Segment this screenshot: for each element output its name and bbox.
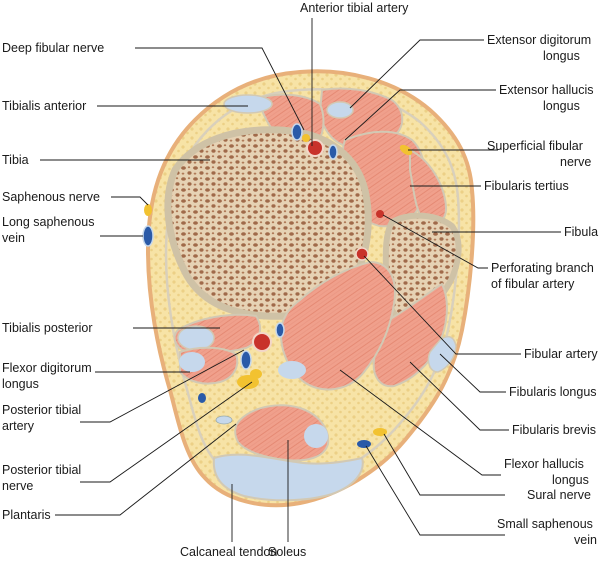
label-fibularis-tertius: Fibularis tertius bbox=[484, 179, 569, 193]
tibialis-posterior-tendon bbox=[177, 325, 215, 351]
label-deep-fibular-nerve: Deep fibular nerve bbox=[2, 41, 104, 55]
posterior-tibial-vein-2 bbox=[275, 322, 285, 338]
label-flexor-hallucis-longus-2: longus bbox=[552, 473, 589, 487]
label-tibia: Tibia bbox=[2, 153, 29, 167]
superficial-fibular-nerve bbox=[399, 144, 413, 156]
label-posterior-tibial-artery-2: artery bbox=[2, 419, 35, 433]
label-sural-nerve: Sural nerve bbox=[527, 488, 591, 502]
label-extensor-digitorum-longus: Extensor digitorum bbox=[487, 33, 591, 47]
soleus-tendon bbox=[304, 424, 328, 448]
long-saphenous-vein bbox=[142, 225, 154, 247]
perforating-branch-fibular-artery bbox=[376, 210, 384, 218]
label-plantaris: Plantaris bbox=[2, 508, 51, 522]
label-tibialis-anterior: Tibialis anterior bbox=[2, 99, 86, 113]
label-long-saphenous-vein: Long saphenous bbox=[2, 215, 94, 229]
plantaris-tendon bbox=[215, 415, 233, 425]
label-flexor-hallucis-longus: Flexor hallucis bbox=[504, 457, 584, 471]
label-flexor-digitorum-longus-2: longus bbox=[2, 377, 39, 391]
label-posterior-tibial-nerve-2: nerve bbox=[2, 479, 33, 493]
leader-lines bbox=[40, 18, 561, 542]
label-fibularis-brevis: Fibularis brevis bbox=[512, 423, 596, 437]
tibialis-anterior-tendon bbox=[223, 94, 273, 114]
anterior-tibial-vein bbox=[291, 123, 303, 141]
label-posterior-tibial-artery: Posterior tibial bbox=[2, 403, 81, 417]
label-flexor-digitorum-longus: Flexor digitorum bbox=[2, 361, 92, 375]
anterior-tibial-vein-2 bbox=[328, 144, 338, 160]
label-fibularis-longus: Fibularis longus bbox=[509, 385, 597, 399]
flexor-digitorum-tendon bbox=[179, 352, 205, 372]
soleus-muscle bbox=[234, 404, 330, 462]
small-saphenous-vein bbox=[357, 440, 371, 448]
label-posterior-tibial-nerve: Posterior tibial bbox=[2, 463, 81, 477]
label-anterior-tibial-artery: Anterior tibial artery bbox=[300, 1, 409, 15]
label-extensor-hallucis-longus-2: longus bbox=[543, 99, 580, 113]
label-extensor-hallucis-longus: Extensor hallucis bbox=[499, 83, 594, 97]
label-fibula: Fibula bbox=[564, 225, 598, 239]
flexor-hallucis-tendon bbox=[278, 361, 306, 379]
label-tibialis-posterior: Tibialis posterior bbox=[2, 321, 93, 335]
label-extensor-digitorum-longus-2: longus bbox=[543, 49, 580, 63]
extensor-tendon bbox=[326, 101, 354, 119]
label-small-saphenous-vein: Small saphenous bbox=[497, 517, 593, 531]
anterior-tibial-artery bbox=[306, 139, 324, 157]
posterior-tibial-artery bbox=[252, 332, 272, 352]
label-superficial-fibular-nerve-2: nerve bbox=[560, 155, 591, 169]
deep-fibular-nerve bbox=[302, 134, 310, 142]
label-long-saphenous-vein-2: vein bbox=[2, 231, 25, 245]
posterior-tibial-nerve-2 bbox=[250, 369, 262, 379]
label-small-saphenous-vein-2: vein bbox=[574, 533, 597, 547]
small-saphenous-vein-left bbox=[198, 393, 206, 403]
label-perforating-branch-2: of fibular artery bbox=[491, 277, 575, 291]
label-saphenous-nerve: Saphenous nerve bbox=[2, 190, 100, 204]
label-perforating-branch: Perforating branch bbox=[491, 261, 594, 275]
label-soleus: Soleus bbox=[268, 545, 306, 559]
posterior-tibial-vein bbox=[240, 350, 252, 370]
label-superficial-fibular-nerve: Superficial fibular bbox=[487, 139, 583, 153]
saphenous-nerve bbox=[144, 204, 152, 216]
sural-nerve bbox=[373, 428, 387, 436]
label-fibular-artery: Fibular artery bbox=[524, 347, 598, 361]
label-calcaneal-tendon: Calcaneal tendon bbox=[180, 545, 277, 559]
